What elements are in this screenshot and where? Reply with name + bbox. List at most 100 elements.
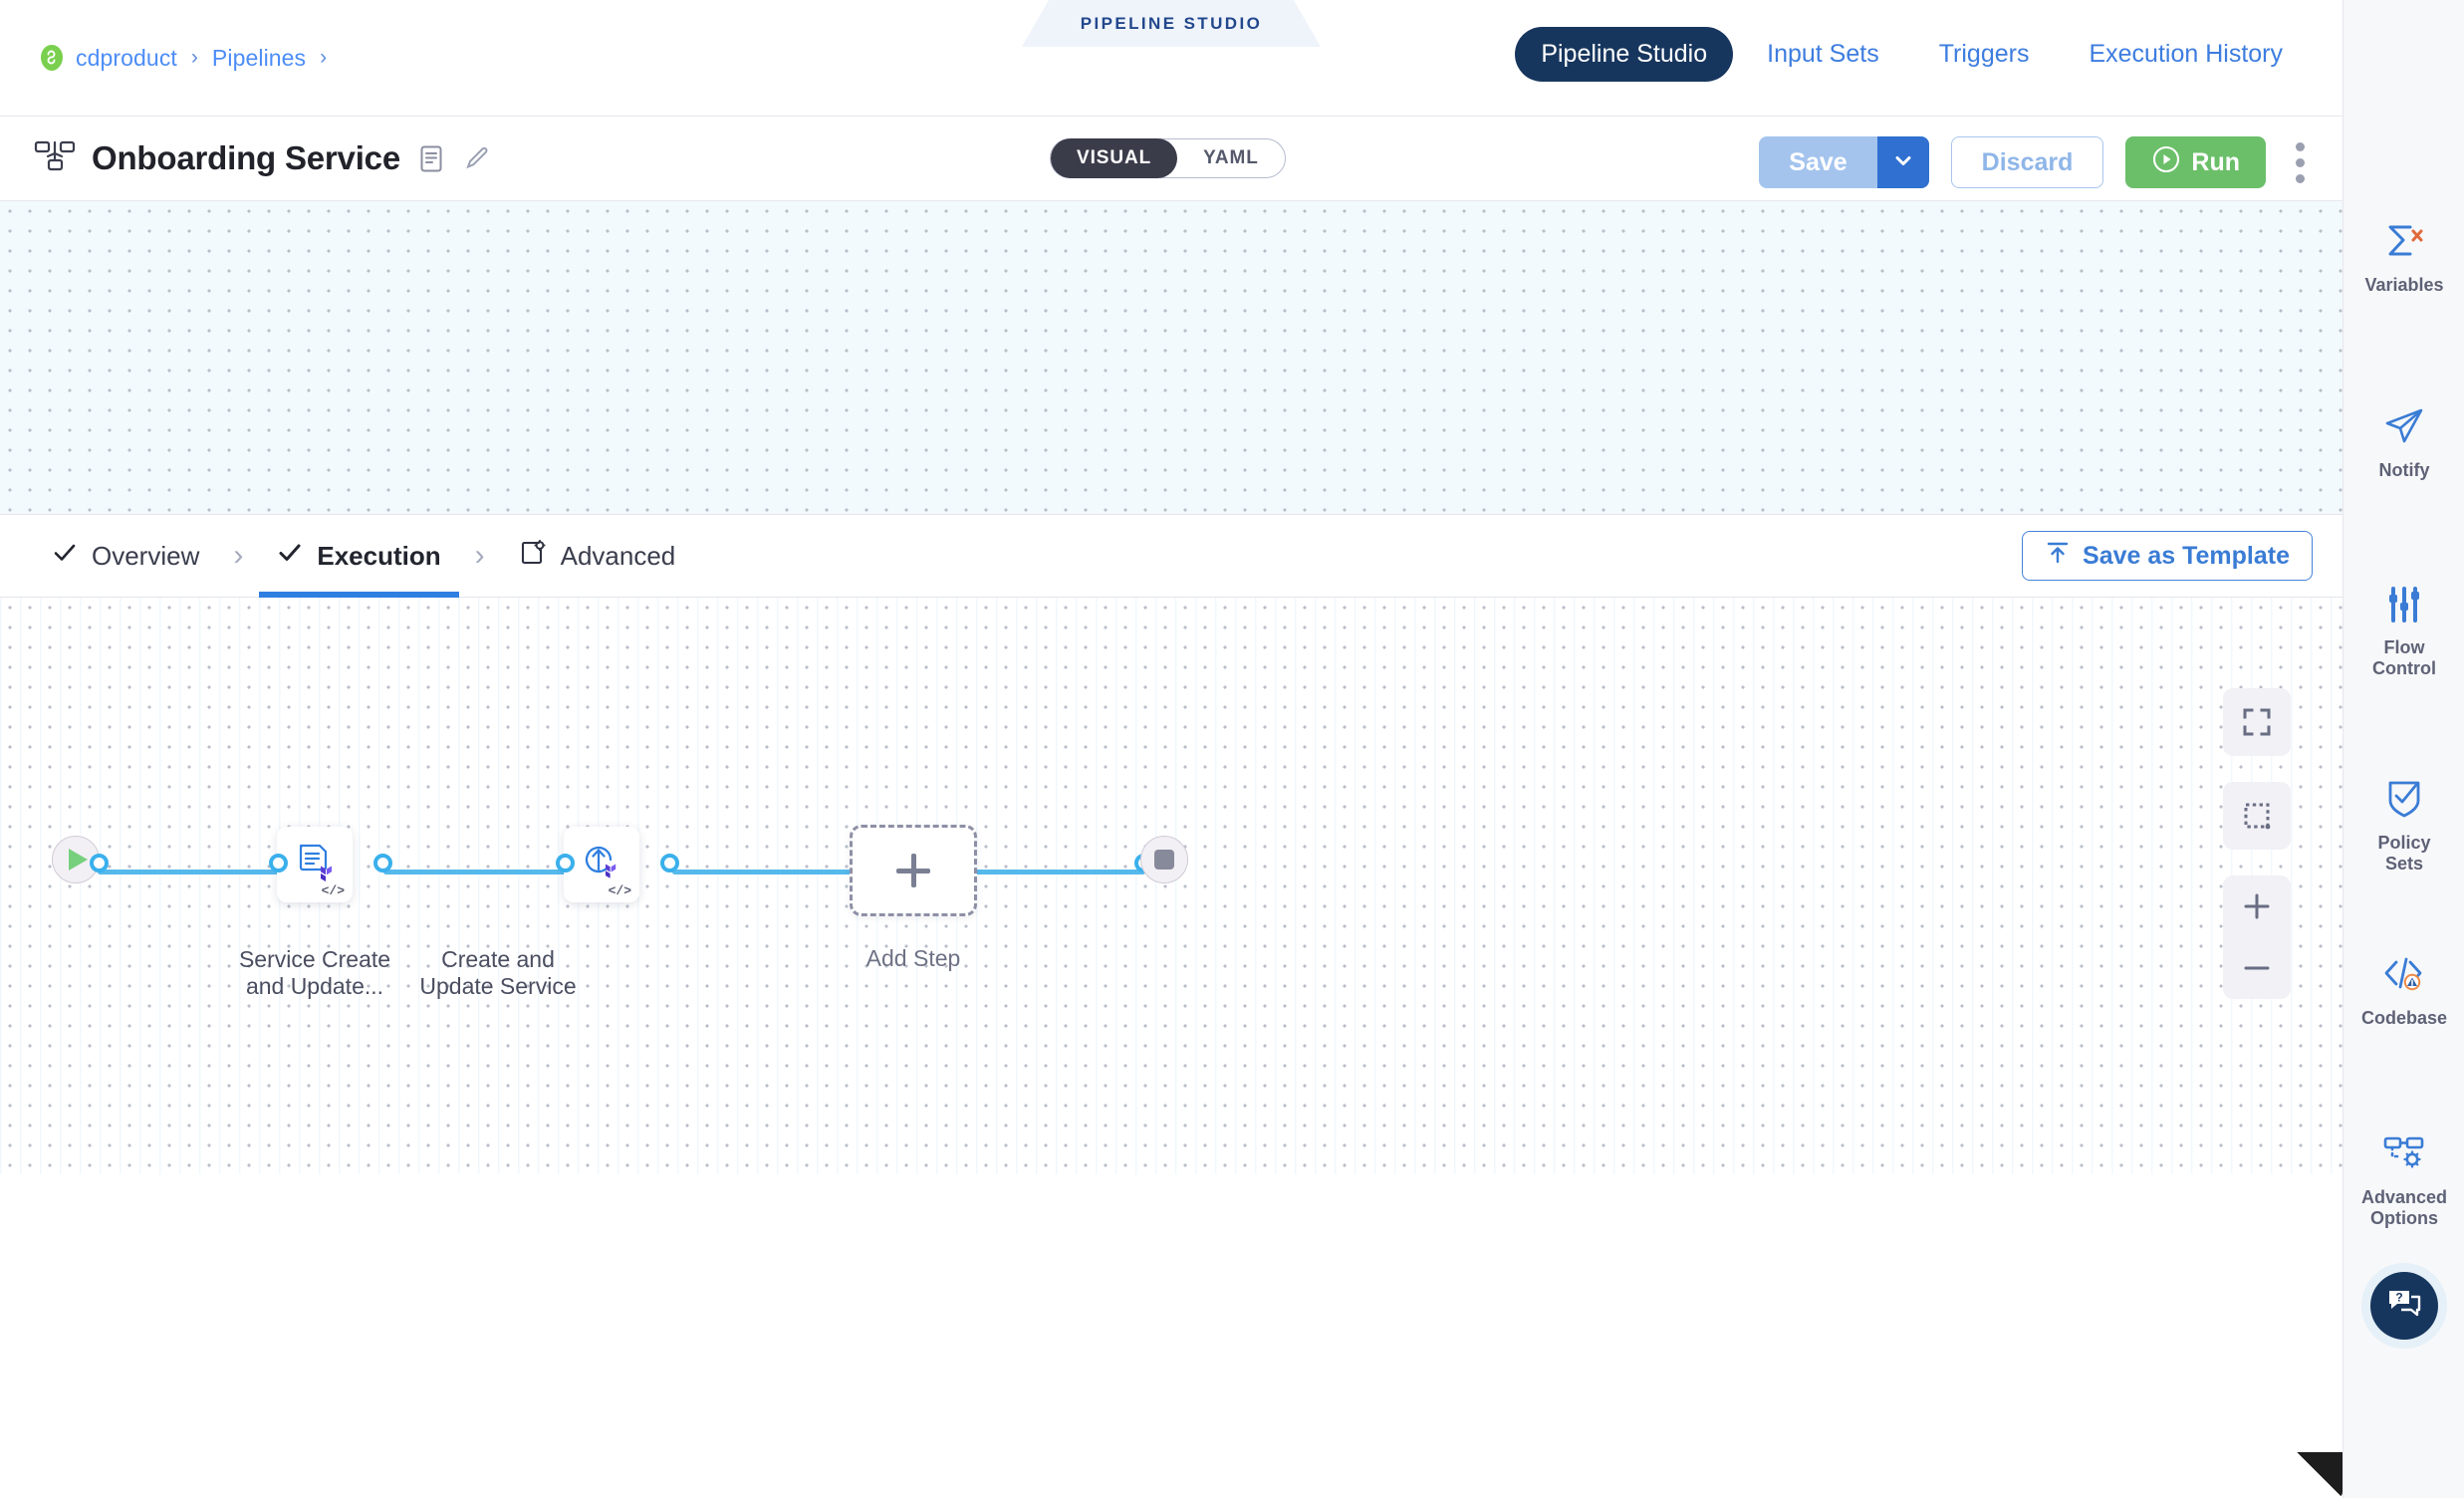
- save-template-icon: [2045, 540, 2071, 573]
- stage-config-tabs: Overview › Execution ›: [0, 515, 2342, 598]
- nav-tabs: Pipeline Studio Input Sets Triggers Exec…: [1515, 27, 2309, 82]
- advanced-options-icon: [2381, 1133, 2427, 1178]
- fit-to-screen-icon[interactable]: [2223, 688, 2291, 756]
- save-split-button: Save: [1759, 136, 1929, 188]
- execution-end-node[interactable]: [1140, 836, 1188, 883]
- step-connector: [966, 870, 1145, 874]
- step-node-label: Service Create and Update...: [238, 946, 391, 1000]
- chevron-down-icon: [1891, 148, 1915, 177]
- step-template-badge: </>: [321, 883, 345, 898]
- nav-tab-pipeline-studio[interactable]: Pipeline Studio: [1515, 27, 1734, 82]
- selection-box-icon[interactable]: [2223, 782, 2291, 850]
- sidebar-item-notify-label: Notify: [2378, 460, 2430, 480]
- step-connector: [98, 870, 282, 874]
- terraform-apply-icon: [579, 840, 624, 890]
- step-output-port: [660, 854, 679, 873]
- tab-advanced[interactable]: Advanced: [501, 515, 694, 598]
- tab-separator-icon: ›: [233, 539, 244, 572]
- pipeline-title-bar: Onboarding Service VISUAL YAML: [0, 117, 2342, 201]
- toggle-option-yaml[interactable]: YAML: [1203, 147, 1259, 168]
- play-icon: [69, 849, 88, 871]
- zoom-controls: [2223, 875, 2291, 999]
- top-navigation-bar: cdproduct › Pipelines › PIPELINE STUDIO …: [0, 0, 2342, 117]
- discard-button[interactable]: Discard: [1950, 136, 2104, 188]
- step-output-port: [373, 854, 392, 873]
- pipeline-studio-banner: PIPELINE STUDIO: [1022, 0, 1321, 47]
- zoom-out-icon[interactable]: [2223, 937, 2291, 999]
- right-sidebar: Variables Notify Flow: [2342, 0, 2464, 1498]
- sidebar-item-policy-sets-label: Policy Sets: [2377, 833, 2431, 874]
- zoom-in-icon[interactable]: [2223, 875, 2291, 937]
- pencil-edit-icon[interactable]: [462, 143, 492, 173]
- pipeline-hierarchy-icon: [34, 139, 76, 178]
- add-step-label: Add Step: [865, 945, 961, 971]
- step-input-port: [269, 854, 288, 873]
- visual-yaml-toggle: VISUAL YAML: [1050, 138, 1286, 178]
- codebase-warning-icon: [2381, 954, 2427, 999]
- nav-tab-input-sets[interactable]: Input Sets: [1767, 40, 1879, 68]
- shield-check-icon: [2383, 777, 2425, 824]
- harness-project-icon: [38, 44, 66, 72]
- run-button-label: Run: [2191, 147, 2240, 176]
- execution-steps-canvas[interactable]: </> Service Create and Update...: [0, 598, 2342, 1174]
- step-node-create-and-update-service[interactable]: </>: [564, 827, 639, 902]
- terraform-plan-icon: [292, 840, 338, 890]
- sidebar-item-advanced-options[interactable]: Advanced Options: [2343, 1133, 2464, 1229]
- pipeline-title-group: Onboarding Service: [0, 139, 492, 178]
- nav-tab-triggers[interactable]: Triggers: [1938, 40, 2030, 68]
- paper-plane-icon: [2383, 406, 2425, 451]
- step-node-label: Create and Update Service: [419, 946, 577, 1000]
- page-title: Onboarding Service: [92, 139, 400, 176]
- breadcrumb-separator: ›: [320, 46, 328, 69]
- stop-icon: [1154, 850, 1174, 870]
- check-icon: [52, 540, 78, 573]
- sigma-variables-icon: [2382, 221, 2426, 266]
- save-button[interactable]: Save: [1759, 136, 1877, 188]
- sliders-icon: [2383, 586, 2425, 628]
- description-icon[interactable]: [416, 143, 446, 173]
- sidebar-item-advanced-options-label: Advanced Options: [2360, 1187, 2448, 1228]
- sidebar-item-flow-control-label: Flow Control: [2372, 637, 2436, 678]
- help-chat-icon: ?: [2385, 1287, 2423, 1326]
- pipeline-studio-banner-label: PIPELINE STUDIO: [1080, 13, 1263, 33]
- sidebar-item-variables-label: Variables: [2364, 275, 2444, 295]
- add-step-button[interactable]: [850, 825, 977, 916]
- step-input-port: [556, 854, 575, 873]
- check-icon: [277, 540, 303, 573]
- nav-tab-execution-history[interactable]: Execution History: [2089, 40, 2283, 68]
- toggle-option-visual[interactable]: VISUAL: [1051, 138, 1178, 178]
- save-as-template-label: Save as Template: [2083, 541, 2290, 570]
- main-column: cdproduct › Pipelines › PIPELINE STUDIO …: [0, 0, 2342, 1498]
- breadcrumb-item-pipelines[interactable]: Pipelines: [211, 44, 307, 71]
- step-connector: [672, 870, 852, 874]
- sidebar-item-flow-control[interactable]: Flow Control: [2343, 586, 2464, 679]
- kebab-menu-icon[interactable]: [2288, 138, 2313, 187]
- save-as-template-button[interactable]: Save as Template: [2022, 531, 2313, 581]
- tab-execution[interactable]: Execution: [259, 515, 459, 598]
- step-node-service-create-and-update[interactable]: </>: [277, 827, 353, 902]
- tab-separator-icon: ›: [474, 539, 485, 572]
- run-button[interactable]: Run: [2125, 136, 2266, 188]
- breadcrumb-item-project[interactable]: cdproduct: [76, 44, 177, 71]
- step-connector: [383, 870, 573, 874]
- sidebar-item-codebase[interactable]: Codebase: [2343, 954, 2464, 1029]
- step-canvas-controls: [2223, 688, 2291, 999]
- sidebar-item-policy-sets[interactable]: Policy Sets: [2343, 777, 2464, 874]
- tab-overview[interactable]: Overview: [34, 515, 217, 598]
- breadcrumb: cdproduct › Pipelines ›: [0, 44, 331, 72]
- breadcrumb-separator: ›: [190, 46, 198, 69]
- tab-execution-label: Execution: [317, 540, 441, 571]
- sidebar-item-variables[interactable]: Variables: [2343, 221, 2464, 296]
- save-dropdown-button[interactable]: [1876, 136, 1929, 188]
- sidebar-item-notify[interactable]: Notify: [2343, 406, 2464, 481]
- svg-text:?: ?: [2395, 1290, 2402, 1304]
- sidebar-item-codebase-label: Codebase: [2360, 1008, 2448, 1028]
- play-circle-icon: [2151, 144, 2181, 181]
- stage-canvas[interactable]: </> Create and Update Service Add Stage: [0, 201, 2342, 515]
- page-corner-fold: [2297, 1452, 2342, 1498]
- help-chat-button[interactable]: ?: [2370, 1272, 2438, 1340]
- start-port: [90, 854, 109, 873]
- tab-advanced-label: Advanced: [560, 540, 676, 571]
- advanced-settings-icon: [519, 539, 547, 574]
